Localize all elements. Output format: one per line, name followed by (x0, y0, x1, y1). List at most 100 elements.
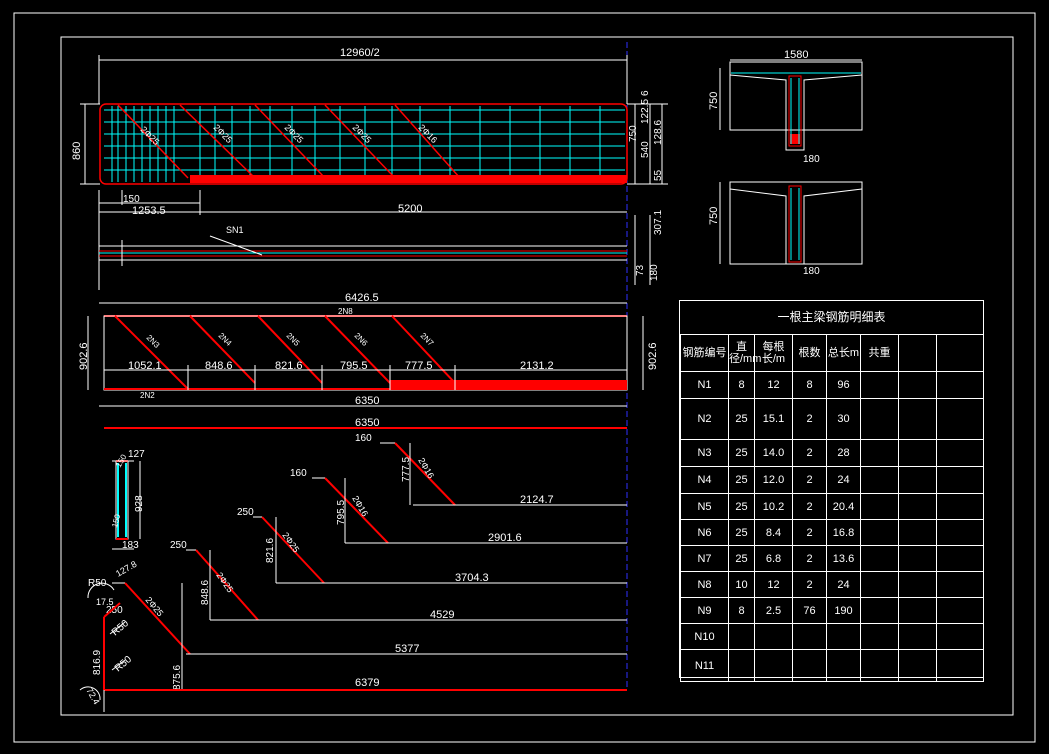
dim-height-left: 860 (71, 142, 83, 160)
table-cell: N4 (680, 466, 729, 494)
table-cell (936, 571, 984, 598)
label-2n8: 2N8 (338, 307, 353, 316)
table-cell: N6 (680, 519, 729, 546)
table-cell (728, 623, 755, 650)
table-cell (826, 623, 861, 650)
table-cell: N11 (680, 649, 729, 682)
table-cell: 25 (728, 439, 755, 467)
elev-bent-bars (117, 104, 461, 179)
table-cell (860, 519, 899, 546)
dim-overall-length: 12960/2 (340, 47, 380, 59)
elevation-view: 12960/2 2Φ25 2Φ25 2Φ25 2Φ25 2Φ16 860 (71, 47, 668, 217)
table-cell (898, 439, 937, 467)
table-cell (898, 398, 937, 440)
n7-rise: 777.5 (401, 457, 412, 482)
dim-right-750: 750 (628, 125, 639, 142)
table-cell: N9 (680, 597, 729, 624)
table-cell (936, 398, 984, 440)
n2-d1: 127.8 (114, 559, 139, 579)
dim-right-122: 122.5 (640, 99, 651, 124)
table-cell (898, 623, 937, 650)
beam-outline (99, 103, 628, 185)
table-cell: 25 (728, 519, 755, 546)
n4-len: 4529 (430, 609, 454, 621)
table-cell: N10 (680, 623, 729, 650)
dim-902-right: 902.6 (647, 342, 659, 370)
bar-details: 6350 160 777.5 2Φ16 2124.7 160 795.5 2Φ1… (79, 417, 627, 712)
table-cell (898, 466, 937, 494)
cross-section-2: 750 180 (708, 181, 863, 277)
table-cell (898, 571, 937, 598)
table-cell (898, 519, 937, 546)
table-cell (860, 466, 899, 494)
n5-top: 250 (237, 507, 254, 518)
table-cell (826, 649, 861, 682)
table-cell (860, 623, 899, 650)
seg-848: 848.6 (205, 360, 233, 372)
n6-len: 2901.6 (488, 532, 522, 544)
plan-view: SN1 307.1 73 180 (98, 210, 664, 290)
table-cell (936, 649, 984, 682)
n5-dia: 2Φ25 (280, 530, 301, 554)
dim-right-55: 55 (653, 169, 664, 181)
table-cell (936, 623, 984, 650)
table-cell: 8.4 (754, 519, 793, 546)
n2-d2: 17.5 (96, 597, 114, 607)
n3-len: 5377 (395, 643, 419, 655)
table-cell: 76 (792, 597, 827, 624)
stirrup-top: 127 (128, 449, 145, 460)
dim-5200: 5200 (398, 203, 422, 215)
n4-top: 250 (170, 540, 187, 551)
th-total-length: 总长m (826, 334, 861, 372)
table-cell: 12 (754, 571, 793, 598)
n2-r3: R50 (113, 654, 134, 675)
table-cell (936, 519, 984, 546)
section1-height: 750 (708, 92, 720, 110)
table-cell (860, 545, 899, 572)
table-cell: 190 (826, 597, 861, 624)
bent-bottom-bars (390, 380, 627, 389)
table-cell: 10.2 (754, 493, 793, 520)
n4-dia: 2Φ25 (214, 570, 235, 594)
stirrup-bottom: 183 (122, 540, 139, 551)
table-cell: 14.0 (754, 439, 793, 467)
dim-6350-top: 6350 (355, 417, 379, 429)
n2-r1: R50 (88, 578, 107, 589)
table-cell (936, 371, 984, 399)
label-2n2: 2N2 (140, 391, 155, 400)
table-cell (860, 649, 899, 682)
dim-1253: 1253.5 (132, 205, 166, 217)
table-cell: 8 (728, 371, 755, 399)
table-cell: 2 (792, 439, 827, 467)
n3-top: 250 (106, 605, 123, 616)
section2-height: 750 (708, 207, 720, 225)
th-diameter: 直径/mm (728, 334, 761, 372)
dim-right-540: 540 (640, 141, 651, 158)
seg-2131: 2131.2 (520, 360, 554, 372)
dim-307: 307.1 (653, 210, 664, 235)
table-cell: 2 (792, 519, 827, 546)
stirrup-height: 928 (134, 495, 145, 512)
seg-821: 821.6 (275, 360, 303, 372)
stirrup-grid (104, 106, 625, 182)
table-cell: 2 (792, 466, 827, 494)
table-cell: 12.0 (754, 466, 793, 494)
table-cell: 24 (826, 466, 861, 494)
table-cell: 15.1 (754, 398, 793, 440)
table-cell (860, 493, 899, 520)
table-cell (860, 371, 899, 399)
table-cell: 8 (728, 597, 755, 624)
table-cell: N5 (680, 493, 729, 520)
n2-d3: 72.4 (84, 686, 101, 706)
stirrup-detail: 127 928 183 150 150 (110, 449, 145, 551)
table-cell: 16.8 (826, 519, 861, 546)
table-cell: 30 (826, 398, 861, 440)
table-cell (936, 439, 984, 467)
n2-len: 6379 (355, 677, 379, 689)
dim-150: 150 (123, 194, 140, 205)
table-cell (860, 597, 899, 624)
th-blank-2 (936, 334, 984, 372)
